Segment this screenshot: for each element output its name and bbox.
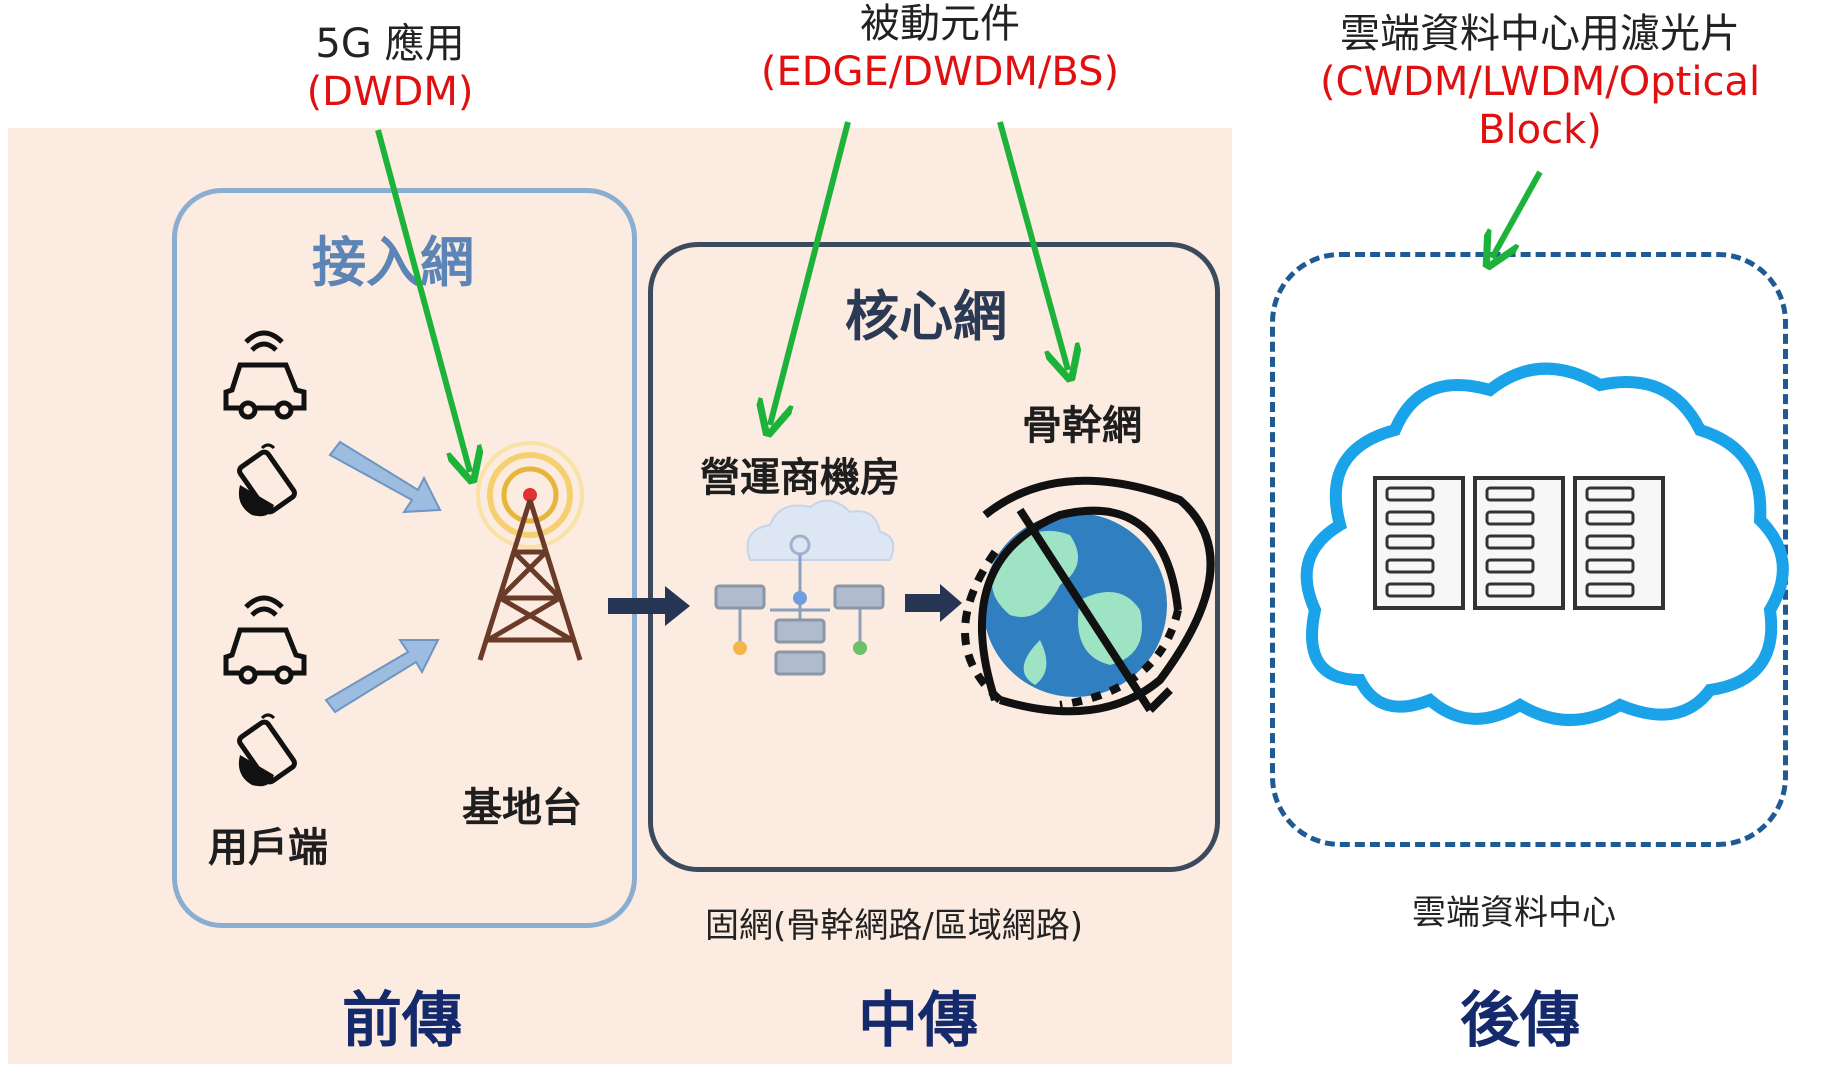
annotation-arrow-5g — [375, 129, 470, 472]
globe-icon — [961, 476, 1215, 716]
annotation-passive-line1: 被動元件 — [860, 1, 1020, 47]
annotation-filter-line3: Block) — [1478, 107, 1602, 153]
tower-icon — [476, 441, 584, 661]
access-network-box — [172, 188, 637, 928]
phone-icon — [237, 713, 297, 787]
annotation-5g-line1: 5G 應用 — [315, 21, 465, 67]
annotation-arrow-cloud — [1492, 170, 1543, 258]
server-icon — [1373, 476, 1665, 610]
backbone-label: 骨幹網 — [1022, 403, 1142, 449]
base-station-label: 基地台 — [462, 785, 582, 831]
core-network-title: 核心網 — [845, 285, 1007, 348]
annotation-5g-line2: (DWDM) — [306, 69, 474, 115]
core-arrow — [905, 584, 962, 622]
annotation-filter-line2: (CWDM/LWDM/Optical — [1319, 59, 1761, 105]
uplink-arrow — [324, 440, 442, 714]
core-network-box — [648, 242, 1220, 872]
cloud-datacenter-caption: 雲端資料中心 — [1412, 893, 1616, 933]
section-fronthaul: 前傳 — [342, 986, 462, 1056]
fixed-network-caption: 固網(骨幹網路/區域網路) — [705, 906, 1083, 946]
annotation-filter: 雲端資料中心用濾光片 (CWDM/LWDM/Optical Block) — [1290, 10, 1790, 154]
annotation-arrow-operator — [770, 121, 851, 425]
section-backhaul: 後傳 — [1460, 986, 1580, 1056]
access-network-title: 接入網 — [312, 231, 474, 294]
operator-room-label: 營運商機房 — [700, 455, 900, 501]
midhaul-arrow — [608, 586, 690, 626]
cloud-icon — [746, 499, 895, 561]
server-icon — [714, 555, 885, 676]
annotation-passive-line2: (EDGE/DWDM/BS) — [760, 49, 1120, 95]
annotation-passive: 被動元件 (EDGE/DWDM/BS) — [730, 0, 1150, 96]
car-icon — [223, 330, 307, 420]
annotation-filter-line1: 雲端資料中心用濾光片 — [1340, 11, 1740, 57]
annotation-5g: 5G 應用 (DWDM) — [240, 20, 540, 116]
user-label: 用戶端 — [208, 825, 328, 871]
annotation-arrow-backbone — [997, 121, 1068, 370]
phone-icon — [237, 443, 297, 517]
section-midhaul: 中傳 — [858, 986, 978, 1056]
car-icon — [223, 595, 307, 685]
